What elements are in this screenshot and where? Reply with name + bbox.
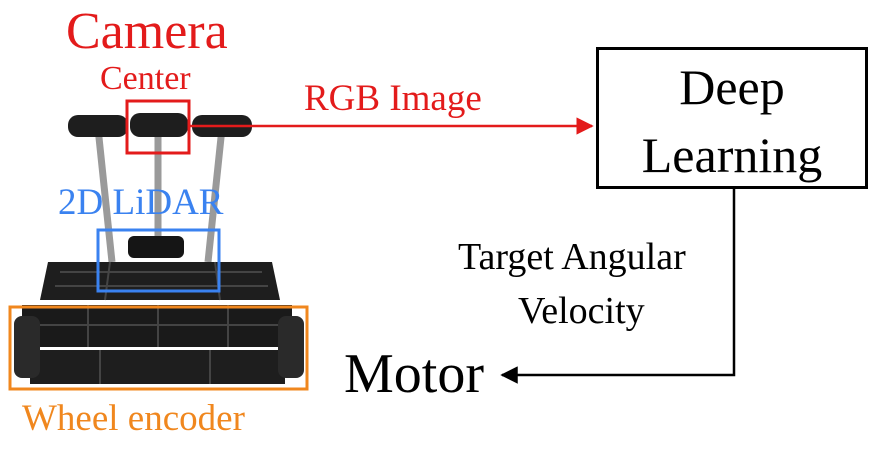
- lidar-highlight-box: [96, 228, 221, 293]
- right-pole: [204, 127, 226, 263]
- camera-head-center: [130, 113, 188, 137]
- deep-learning-line1: Deep: [679, 59, 785, 115]
- velocity-label: Velocity: [518, 290, 645, 332]
- rgb-image-label: RGB Image: [304, 78, 482, 119]
- wheel-highlight-box: [8, 305, 309, 391]
- lidar-puck: [128, 236, 184, 258]
- target-angular-label: Target Angular: [458, 236, 686, 278]
- motor-arrow-icon: [500, 189, 736, 384]
- upper-deck: [40, 262, 280, 300]
- wheel-encoder-label: Wheel encoder: [22, 398, 245, 439]
- camera-title: Camera: [66, 3, 228, 60]
- camera-head-left: [68, 115, 128, 137]
- deep-learning-line2: Learning: [641, 127, 823, 183]
- camera-subtitle: Center: [100, 60, 191, 97]
- left-wheel: [14, 316, 40, 378]
- motor-label: Motor: [344, 343, 484, 405]
- lower-deck: [30, 350, 285, 384]
- deep-learning-box: Deep Learning: [596, 47, 868, 189]
- left-pole: [94, 127, 116, 263]
- lidar-label: 2D LiDAR: [58, 182, 224, 223]
- camera-highlight-box: [125, 99, 191, 155]
- right-wheel: [278, 316, 304, 378]
